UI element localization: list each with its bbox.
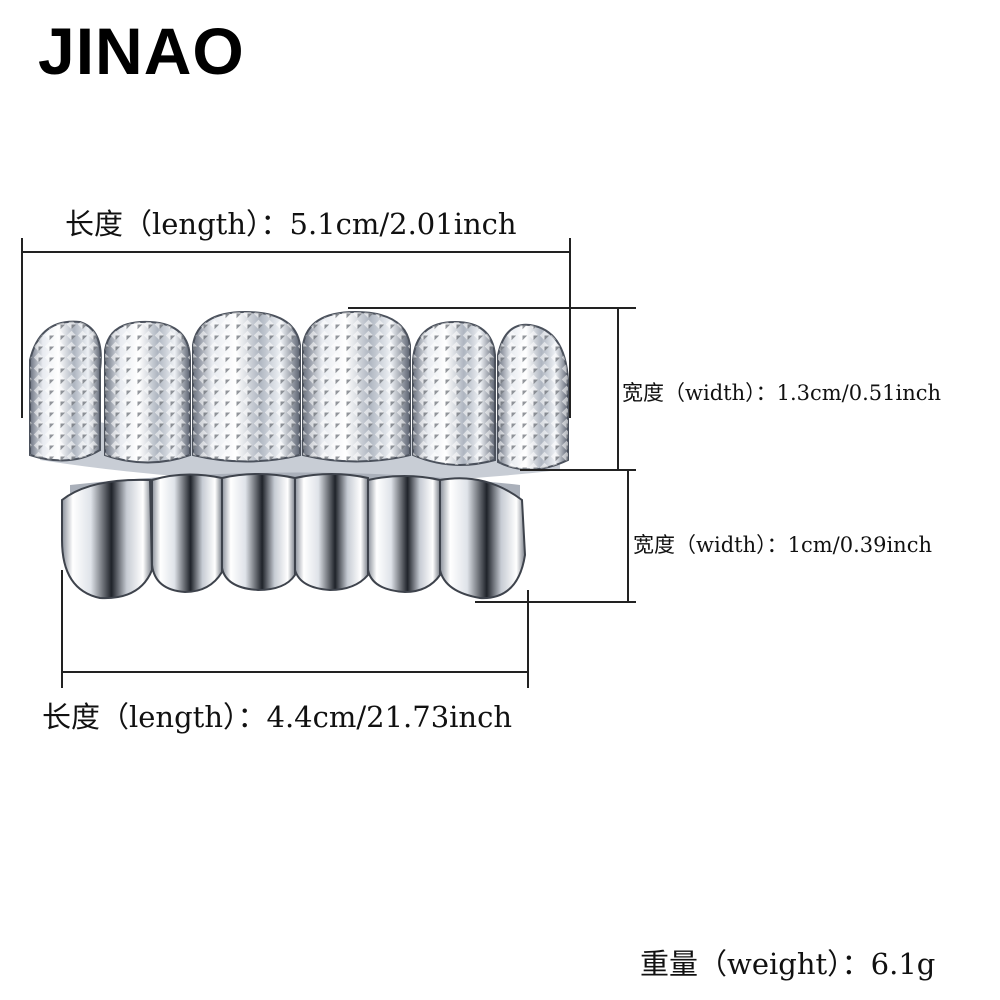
bottom-tooth-1 — [61, 478, 154, 600]
bottom-tooth-3 — [221, 473, 296, 592]
bottom-tooth-6 — [439, 477, 527, 600]
bottom-grill-teeth — [61, 473, 527, 600]
top-length-label: 长度（length）：5.1cm/2.01inch — [65, 207, 517, 241]
bottom-tooth-2 — [151, 473, 223, 594]
top-tooth-6 — [497, 323, 569, 471]
bottom-tooth-4 — [294, 473, 369, 592]
top-tooth-1 — [29, 320, 102, 462]
weight-label: 重量（weight）：6.1g — [640, 947, 936, 981]
top-tooth-4 — [302, 310, 411, 463]
top-tooth-2 — [104, 320, 191, 464]
dimension-lines — [21, 238, 636, 688]
top-tooth-5 — [412, 320, 496, 466]
top-tooth-3 — [192, 310, 301, 463]
brand-logo: JINAO — [38, 14, 245, 88]
bottom-length-label: 长度（length）：4.4cm/21.73inch — [42, 700, 513, 734]
top-width-label: 宽度（width）：1.3cm/0.51inch — [622, 381, 942, 405]
bottom-width-label: 宽度（width）：1cm/0.39inch — [633, 533, 932, 557]
bottom-tooth-5 — [367, 475, 441, 594]
top-grill-teeth — [29, 310, 569, 471]
